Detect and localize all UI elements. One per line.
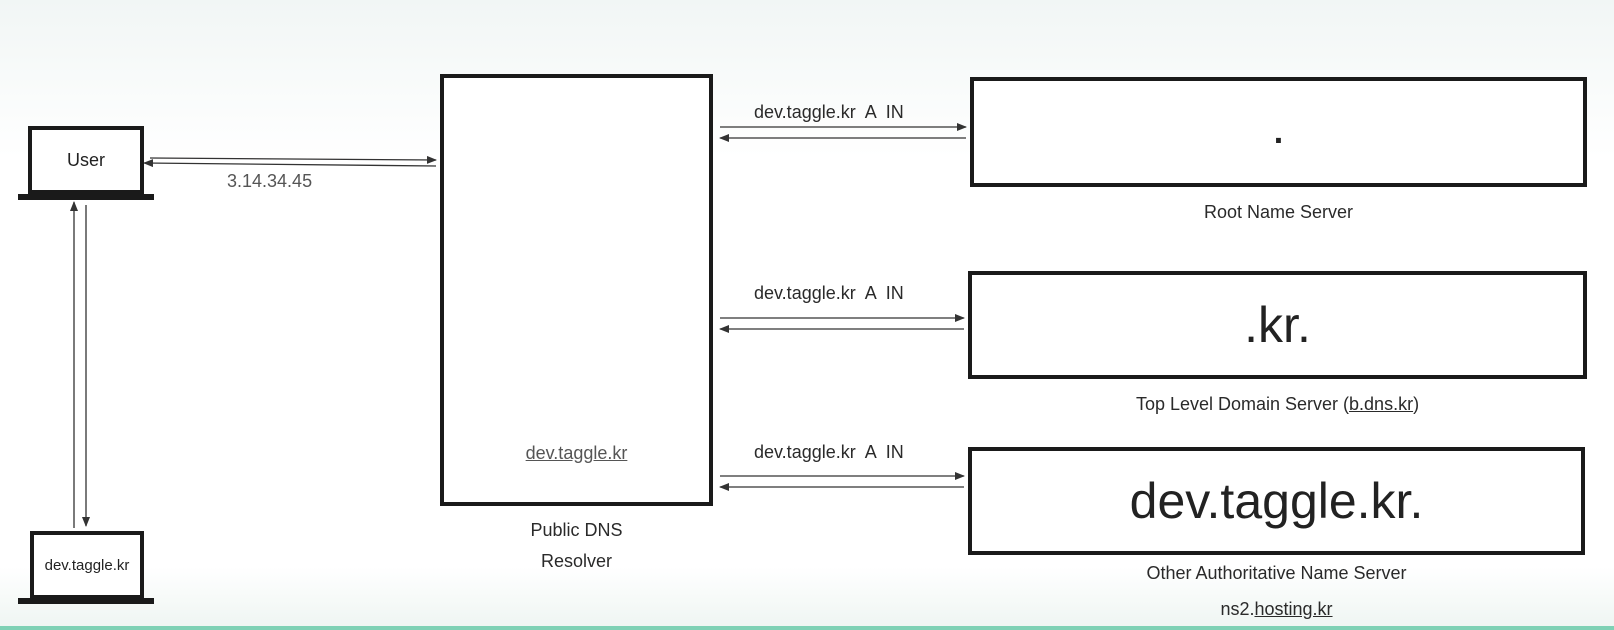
arrow-user-to-resolver [149, 155, 437, 164]
tld-server-label: Top Level Domain Server (b.dns.kr) [968, 394, 1587, 415]
user-laptop-screen: User [28, 126, 144, 194]
bottom-accent-strip [0, 626, 1614, 630]
query-root-label: dev.taggle.kr A IN [754, 102, 904, 122]
tld-server-box: .kr. [968, 271, 1587, 379]
resolver-label-line2: Resolver [540, 551, 613, 571]
user-label: User [66, 149, 105, 170]
resolver-box: dev.taggle.kr [440, 74, 713, 506]
auth-ns-link[interactable]: hosting.kr [1254, 599, 1333, 619]
query-tld-label: dev.taggle.kr A IN [754, 283, 904, 303]
tld-label-suffix: ) [1413, 394, 1420, 414]
user-laptop-base [18, 194, 154, 200]
host-laptop-screen: dev.taggle.kr [30, 531, 144, 599]
response-ip-label: 3.14.34.45 [227, 171, 313, 191]
resolver-inner-text: dev.taggle.kr [525, 443, 628, 463]
auth-ns-prefix: ns2. [1220, 599, 1255, 619]
tld-label-link[interactable]: b.dns.kr [1349, 394, 1414, 414]
host-laptop-base [18, 598, 154, 604]
root-server-box: . [970, 77, 1587, 187]
resolver-label-line1: Public DNS [530, 520, 623, 540]
tld-label-prefix: Top Level Domain Server ( [1135, 394, 1350, 414]
root-symbol: . [1273, 112, 1284, 151]
host-label: dev.taggle.kr [44, 556, 130, 574]
arrow-resolver-to-user [143, 159, 437, 168]
root-server-label: Root Name Server [1203, 202, 1354, 222]
auth-server-box: dev.taggle.kr. [968, 447, 1585, 555]
tld-symbol: .kr. [1244, 297, 1311, 353]
query-auth-label: dev.taggle.kr A IN [754, 442, 904, 462]
auth-symbol: dev.taggle.kr. [1129, 473, 1424, 529]
auth-server-label: Other Authoritative Name Server [1146, 563, 1407, 583]
auth-ns-label: ns2.hosting.kr [968, 599, 1585, 620]
